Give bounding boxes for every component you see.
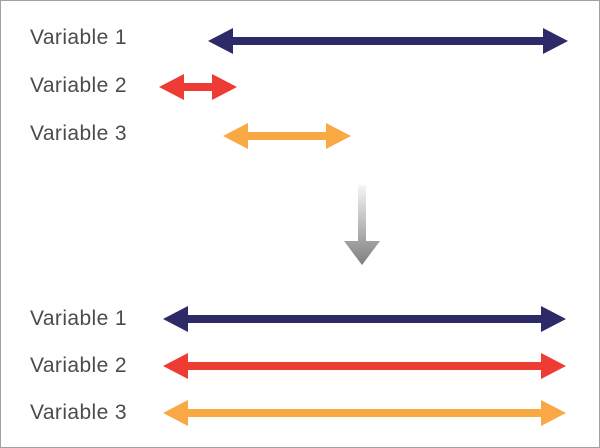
after-variable-2-range-arrow-icon [163, 353, 566, 379]
after-variable-3-range-arrow-icon [163, 400, 566, 426]
arrow-right-head-icon [541, 306, 566, 332]
after-variable-1-range-arrow-icon [163, 306, 566, 332]
arrow-shaft [179, 83, 217, 91]
arrow-shaft [183, 315, 546, 323]
before-variable-3-range-arrow-icon [223, 123, 351, 149]
transform-down-arrow-icon [344, 185, 380, 265]
arrow-right-head-icon [326, 123, 351, 149]
arrow-shaft [183, 409, 546, 417]
arrow-right-head-icon [541, 400, 566, 426]
before-variable-3-label: Variable 3 [30, 122, 128, 145]
arrow-right-head-icon [212, 74, 237, 100]
arrow-right-head-icon [541, 353, 566, 379]
before-variable-1-label: Variable 1 [30, 26, 128, 49]
after-variable-1-label: Variable 1 [30, 307, 128, 330]
arrow-shaft [228, 37, 548, 45]
before-variable-2-range-arrow-icon [159, 74, 237, 100]
arrow-right-head-icon [543, 28, 568, 54]
after-variable-3-label: Variable 3 [30, 401, 128, 424]
before-variable-1-range-arrow-icon [208, 28, 568, 54]
before-variable-2-label: Variable 2 [30, 74, 128, 97]
arrow-shaft [183, 362, 546, 370]
arrow-shaft [243, 132, 331, 140]
after-variable-2-label: Variable 2 [30, 354, 128, 377]
